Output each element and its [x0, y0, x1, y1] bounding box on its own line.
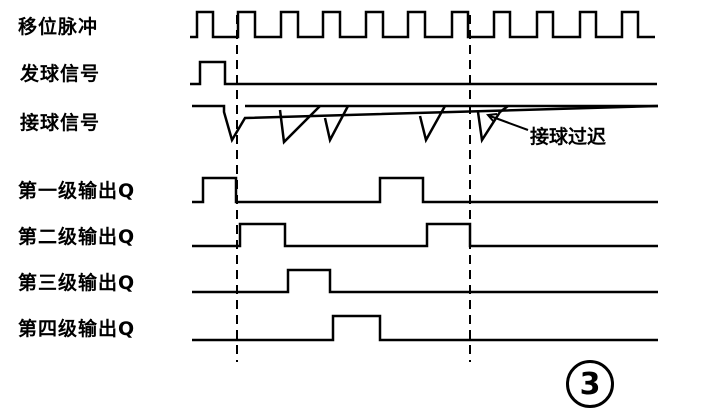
receive-dip-3 — [323, 105, 350, 144]
label-stage3: 第三级输出Q — [18, 272, 136, 294]
receive-dip-2 — [278, 105, 321, 145]
receive-dip-4 — [418, 105, 447, 144]
shift-pulse-waveform — [190, 10, 655, 39]
receive-dip-5 — [476, 105, 509, 144]
label-stage1: 第一级输出Q — [18, 180, 136, 202]
label-shift-pulse: 移位脉冲 — [18, 16, 99, 38]
ball-receive-waveform — [192, 104, 659, 144]
stage3-waveform — [192, 268, 658, 294]
label-ball-send: 发球信号 — [20, 63, 101, 85]
stage4-waveform — [192, 314, 658, 342]
annotation-arrow — [489, 115, 529, 131]
label-ball-receive: 接球信号 — [20, 112, 101, 134]
annotation-late-receive: 接球过迟 — [530, 126, 607, 148]
stage1-waveform — [192, 176, 658, 204]
annotation-arrowhead — [486, 113, 498, 123]
ball-send-waveform — [190, 60, 657, 86]
figure-number: 3 — [579, 366, 601, 402]
label-stage2: 第二级输出Q — [18, 226, 136, 248]
figure-number-badge: 3 — [566, 360, 614, 408]
stage2-waveform — [192, 222, 658, 248]
label-stage4: 第四级输出Q — [18, 318, 136, 340]
